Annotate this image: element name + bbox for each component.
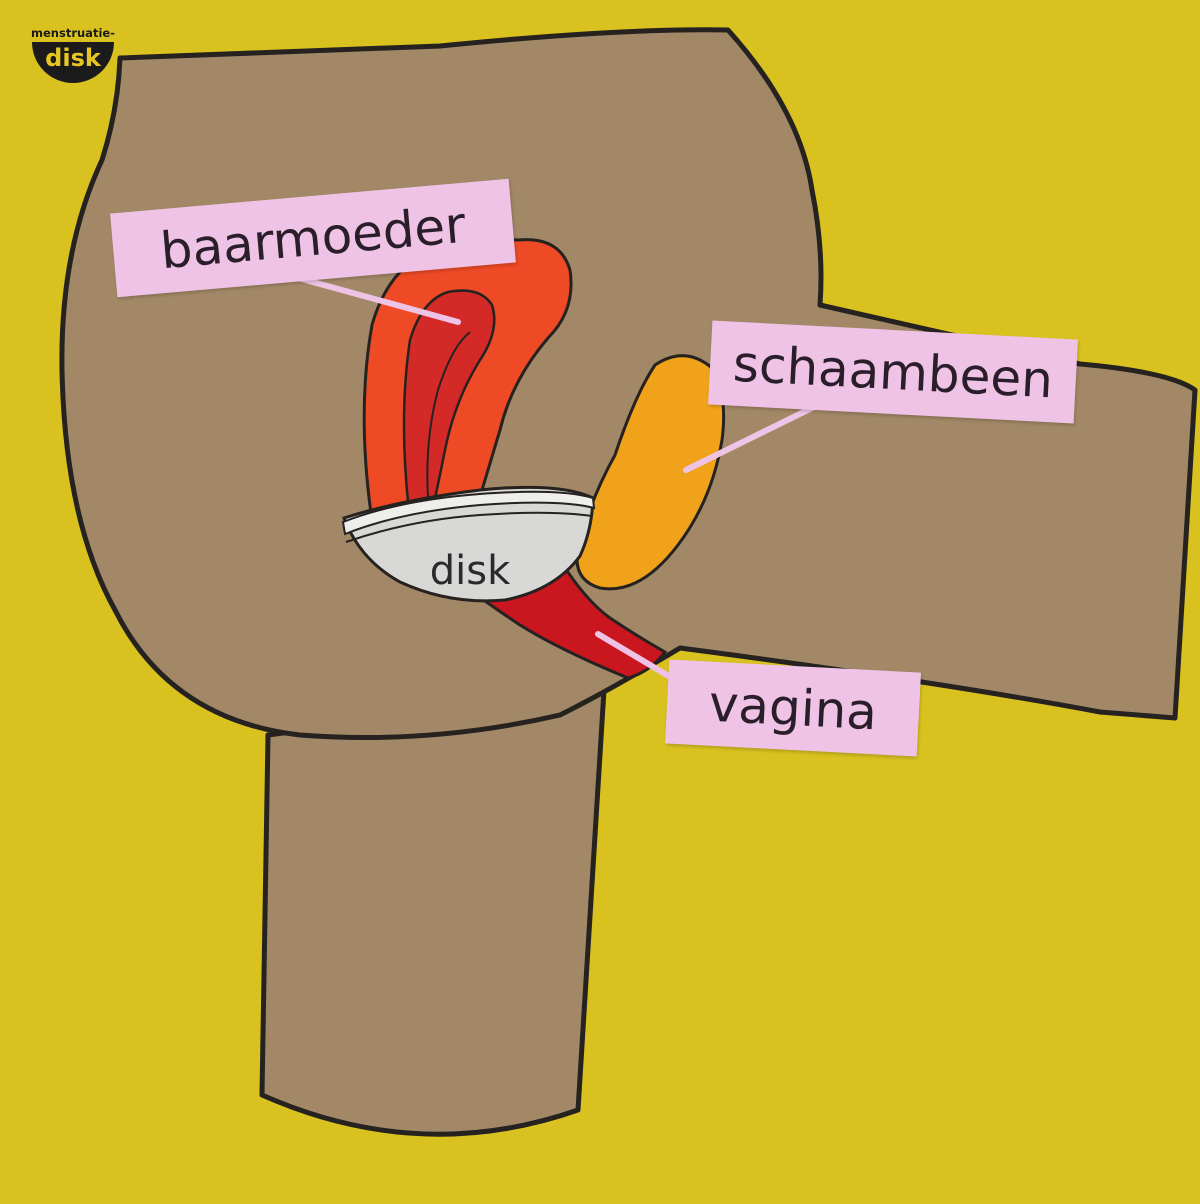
pointer-schaambeen (683, 401, 823, 473)
logo-word: disk (45, 44, 101, 72)
logo-bowl: disk (32, 42, 114, 83)
brand-logo: menstruatie- disk (26, 26, 120, 83)
disk-rim (341, 490, 596, 536)
thigh-shape (259, 687, 607, 1137)
label-vagina: vagina (664, 659, 922, 757)
disk-label: disk (429, 548, 511, 594)
uterus-fold (426, 331, 471, 521)
logo-top-text: menstruatie- (31, 26, 115, 40)
disk-rim-line (345, 511, 593, 543)
